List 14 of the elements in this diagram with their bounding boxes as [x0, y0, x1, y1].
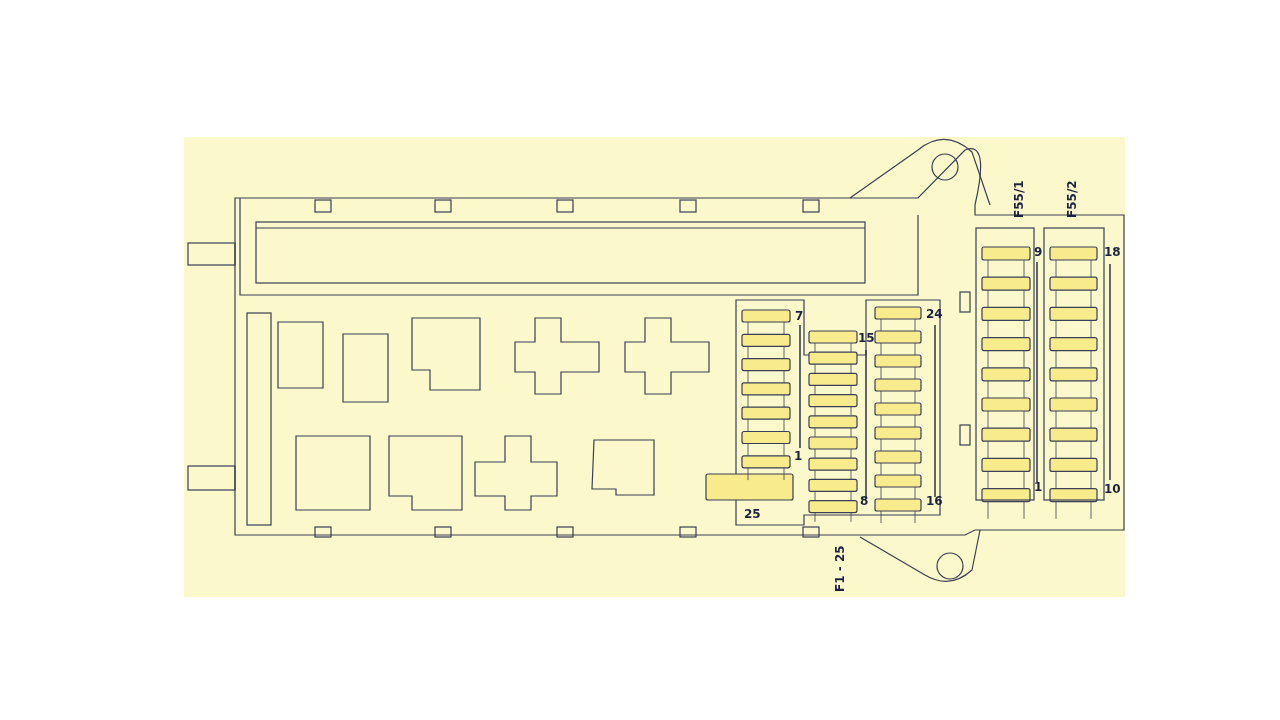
fuse-number: 25	[744, 508, 761, 520]
fuse-block-label: F1 - 25	[834, 545, 846, 592]
fuse-number: 7	[795, 310, 804, 322]
fuse-number: 16	[926, 495, 943, 507]
fuse-number: 18	[1104, 246, 1121, 258]
fuse-number: 24	[926, 308, 943, 320]
fuse-block-label: F55/2	[1066, 180, 1078, 218]
fuse-number: 1	[794, 450, 803, 462]
fuse-number: 15	[858, 332, 875, 344]
fuse-number: 8	[860, 495, 869, 507]
fuse-number: 9	[1034, 246, 1043, 258]
fuse-block-label: F55/1	[1013, 180, 1025, 218]
fuse-number: 1	[1034, 481, 1043, 493]
fuse-number: 10	[1104, 483, 1121, 495]
